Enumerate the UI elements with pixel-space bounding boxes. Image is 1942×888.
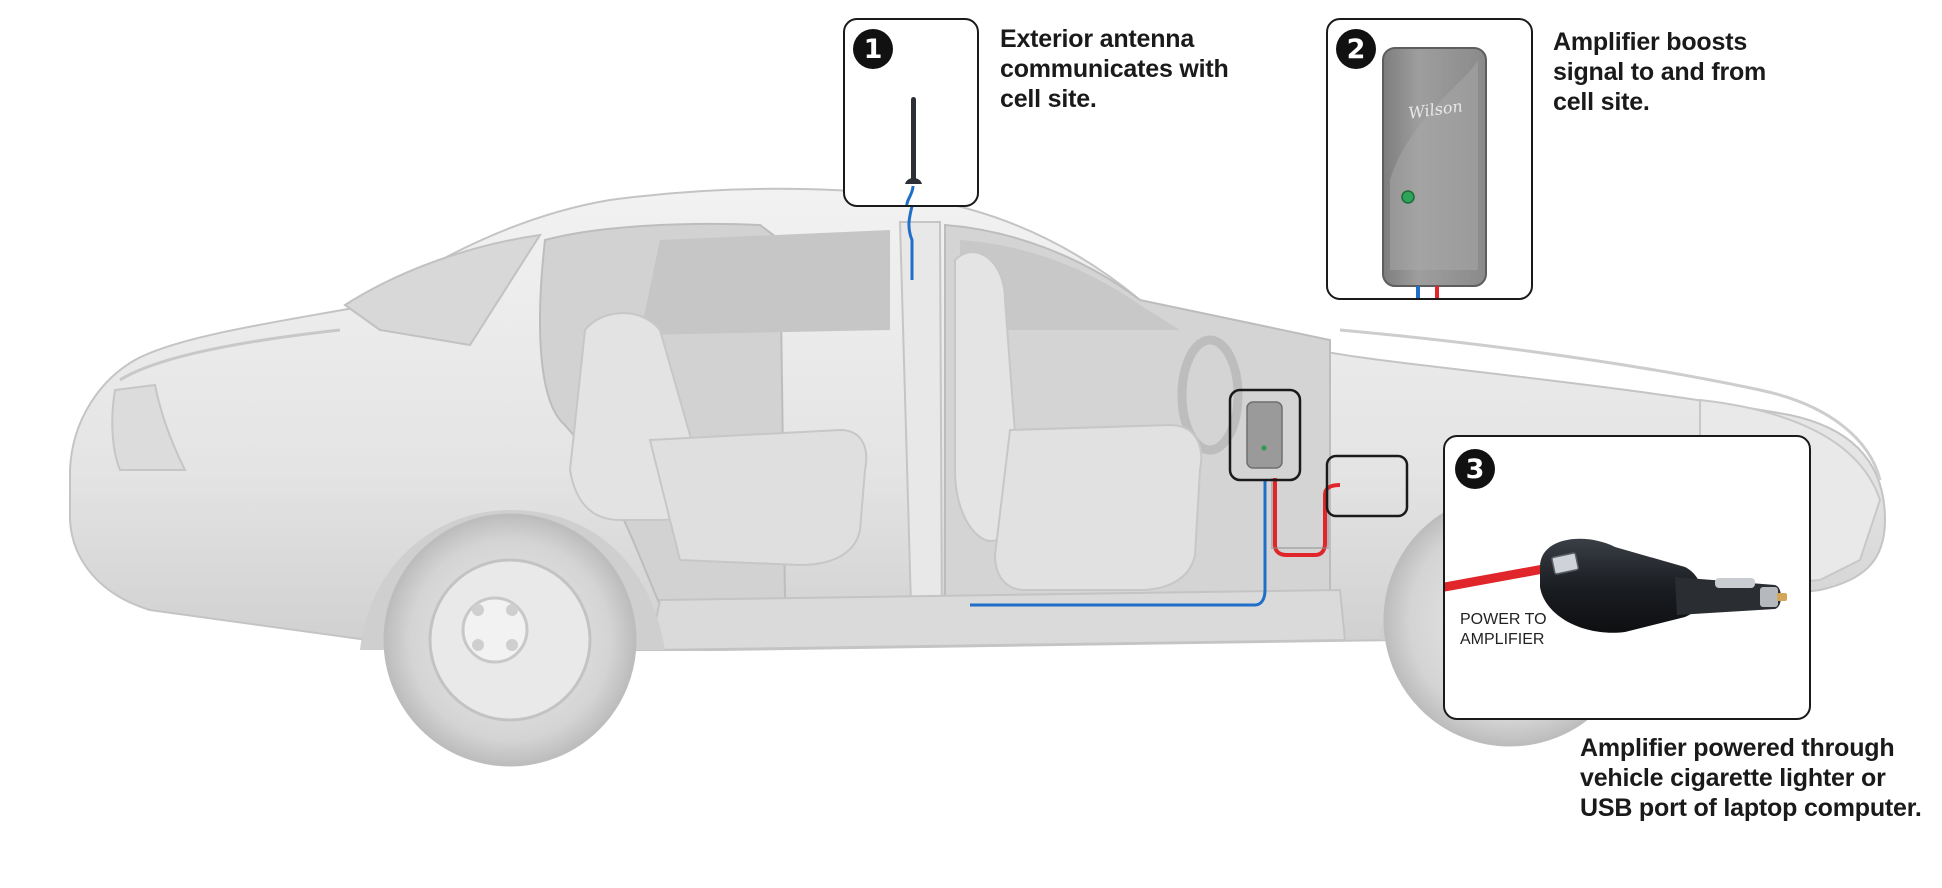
step-1-badge: 1	[853, 29, 893, 69]
power-adapter-callout-box: 3 POWER TO AMPLIFIER	[1443, 435, 1811, 720]
tail-light	[111, 383, 187, 471]
power-to-amplifier-label: POWER TO AMPLIFIER	[1460, 611, 1547, 648]
amplifier-icon	[1382, 47, 1487, 298]
lug-nut	[506, 639, 518, 651]
lighter-adapter-icon	[1445, 538, 1787, 633]
amplifier-callout-box: 2 Wilson	[1326, 18, 1533, 300]
cable-shadow	[1271, 478, 1329, 549]
lug-nut	[472, 604, 484, 616]
step-1-caption: Exterior antenna communicates with cell …	[1000, 25, 1229, 113]
lug-nut	[472, 639, 484, 651]
antenna-icon	[905, 97, 922, 205]
rear-seat-cushion	[648, 428, 868, 567]
rear-window-interior	[640, 230, 890, 335]
amplifier-mini-led	[1261, 445, 1267, 451]
hood	[1339, 328, 1882, 481]
steering-wheel	[1177, 335, 1243, 455]
step-2-badge: 2	[1336, 29, 1376, 69]
amplifier-mini	[1246, 401, 1283, 469]
step-2-caption: Amplifier boosts signal to and from cell…	[1553, 28, 1767, 116]
front-seat-cushion	[993, 423, 1203, 591]
signal-cable	[970, 480, 1267, 607]
amplifier-location-box	[1228, 388, 1302, 482]
door-sill	[648, 588, 1347, 652]
lug-nut	[506, 604, 518, 616]
rear-quarter-window	[343, 233, 543, 347]
windshield-interior	[960, 240, 1180, 330]
step-3-caption: Amplifier powered through vehicle cigare…	[1580, 734, 1922, 822]
antenna-callout-box: 1	[843, 18, 979, 207]
step-3-badge: 3	[1455, 449, 1495, 489]
rear-trunk-line	[119, 328, 341, 382]
lighter-location-box	[1325, 454, 1409, 518]
